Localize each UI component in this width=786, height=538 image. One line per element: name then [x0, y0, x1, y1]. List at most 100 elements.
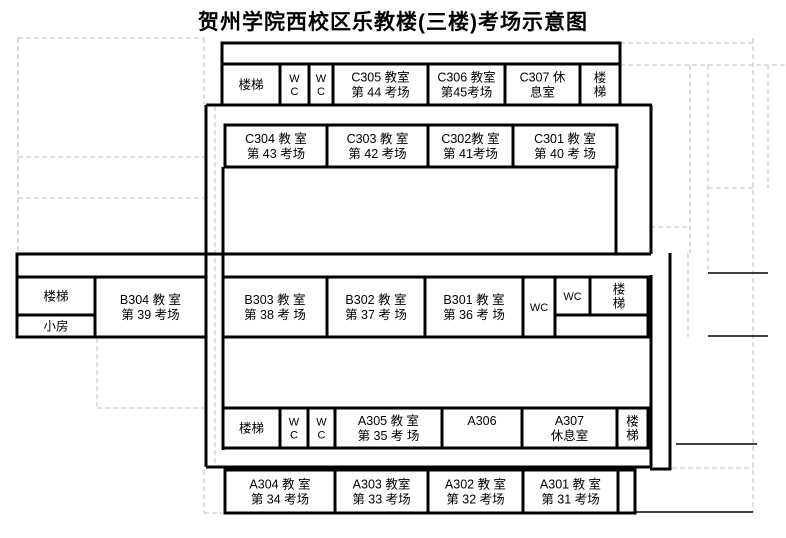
room-a305-outline — [333, 406, 444, 450]
room-label: A307 — [555, 414, 584, 428]
room-b304-outline — [93, 275, 208, 339]
empty-cell-mid-right-outline — [553, 313, 650, 339]
room-label: 楼 — [594, 70, 607, 85]
room-label: C — [291, 86, 299, 98]
wc-mid-2: WC — [553, 275, 592, 317]
room-label: C305 教室 — [351, 70, 409, 85]
room-label: WC — [563, 291, 581, 303]
room-label: B304 教 室 — [120, 292, 181, 307]
wc-bottom-2: WC — [306, 406, 337, 450]
wc-mid-1-outline — [521, 275, 557, 339]
stairs-bottom-right: 楼梯 — [615, 406, 650, 450]
room-label: C304 教 室 — [245, 131, 307, 146]
room-label: 第 44 考场 — [351, 86, 409, 100]
room-c307-lounge-outline — [503, 62, 582, 107]
stairs-bottom-left: 楼梯 — [221, 406, 282, 450]
room-label: 第 40 考 场 — [534, 147, 596, 161]
room-label: WC — [530, 302, 548, 314]
room-label: 第 31 考场 — [541, 493, 599, 507]
room-a304: A304 教 室第 34 考场 — [223, 468, 337, 515]
room-c303: C303 教 室第 42 考场 — [325, 123, 430, 169]
room-label: C301 教 室 — [534, 131, 596, 146]
room-label: A306 — [467, 414, 496, 428]
room-label: 梯 — [594, 85, 607, 99]
room-label: A305 教 室 — [358, 413, 419, 428]
room-a302: A302 教 室第 32 考场 — [426, 468, 525, 515]
wc-top-1: WC — [278, 62, 311, 107]
stairs-mid-right-outline — [588, 275, 650, 317]
stairs-top-right: 楼梯 — [578, 62, 622, 107]
room-b304: B304 教 室第 39 考场 — [93, 275, 208, 339]
room-label: C307 休 — [520, 71, 566, 85]
room-label: B303 教 室 — [244, 292, 305, 307]
stairs-bottom-right-outline — [615, 406, 650, 450]
room-label: B302 教 室 — [345, 292, 406, 307]
room-label: A303 教室 — [353, 477, 411, 492]
wc-mid-1: WC — [521, 275, 557, 339]
room-label: C — [290, 429, 298, 441]
room-label: 梯 — [626, 429, 639, 443]
room-label: 第 39 考场 — [121, 308, 179, 322]
room-a307-lounge-outline — [520, 406, 619, 450]
room-label: 楼 — [613, 282, 626, 297]
room-c303-outline — [325, 123, 430, 169]
room-c305: C305 教室第 44 考场 — [331, 62, 430, 107]
room-label: 第 38 考 场 — [244, 308, 306, 322]
room-label: 休息室 — [551, 428, 589, 443]
room-label: W — [289, 416, 300, 428]
room-label: W — [316, 416, 327, 428]
room-a301-outline — [521, 468, 620, 515]
empty-cell-mid-right — [553, 313, 650, 339]
room-label: C302教 室 — [441, 131, 499, 146]
room-label: C — [318, 429, 326, 441]
room-label: 第 37 考 场 — [345, 308, 407, 322]
room-label: 第 34 考场 — [251, 493, 309, 507]
room-b302: B302 教 室第 37 考 场 — [325, 275, 427, 339]
room-a306: A306 — [440, 406, 524, 450]
room-label: 第 35 考 场 — [358, 429, 420, 443]
small-room-left-wing: 小房 — [15, 313, 97, 339]
room-label: A304 教 室 — [249, 477, 310, 492]
room-a301: A301 教 室第 31 考场 — [521, 468, 620, 515]
room-label: A301 教 室 — [540, 477, 601, 492]
room-label: 第 33 考场 — [352, 493, 410, 507]
wc-top-2: WC — [307, 62, 335, 107]
room-b301-outline — [423, 275, 525, 339]
top-corridor-strip — [220, 41, 622, 66]
stairs-left-wing: 楼梯 — [15, 275, 97, 317]
wc-top-1-outline — [278, 62, 311, 107]
room-label: 第 41考场 — [443, 147, 498, 161]
room-label: C303 教 室 — [347, 131, 409, 146]
room-label: 第 43 考场 — [247, 147, 305, 161]
room-c307-lounge: C307 休息室 — [503, 62, 582, 107]
top-corridor-strip-outline — [220, 41, 622, 66]
stairs-top-left: 楼梯 — [220, 62, 282, 107]
room-a303: A303 教室第 33 考场 — [333, 468, 430, 515]
room-label: 楼梯 — [43, 289, 68, 304]
room-b302-outline — [325, 275, 427, 339]
room-label: 楼 — [626, 414, 639, 429]
room-c306-outline — [426, 62, 507, 107]
room-a304-outline — [223, 468, 337, 515]
room-c302: C302教 室第 41考场 — [426, 123, 515, 169]
room-b303: B303 教 室第 38 考 场 — [221, 275, 329, 339]
room-label: B301 教 室 — [443, 292, 504, 307]
room-label: C306 教室 — [437, 70, 495, 85]
room-label: 第 36 考 场 — [443, 308, 505, 322]
room-label: 梯 — [613, 297, 626, 311]
room-label: A302 教 室 — [445, 477, 506, 492]
room-label: W — [289, 73, 300, 85]
room-c304: C304 教 室第 43 考场 — [223, 123, 329, 169]
room-c301-outline — [511, 123, 619, 169]
room-c301: C301 教 室第 40 考 场 — [511, 123, 619, 169]
stairs-top-left-outline — [220, 62, 282, 107]
empty-cell-bottom-right-outline — [616, 468, 637, 515]
stairs-top-right-outline — [578, 62, 622, 107]
stairs-mid-right: 楼梯 — [588, 275, 650, 317]
room-label: 楼梯 — [238, 77, 263, 92]
room-label: 第 42 考场 — [348, 147, 406, 161]
